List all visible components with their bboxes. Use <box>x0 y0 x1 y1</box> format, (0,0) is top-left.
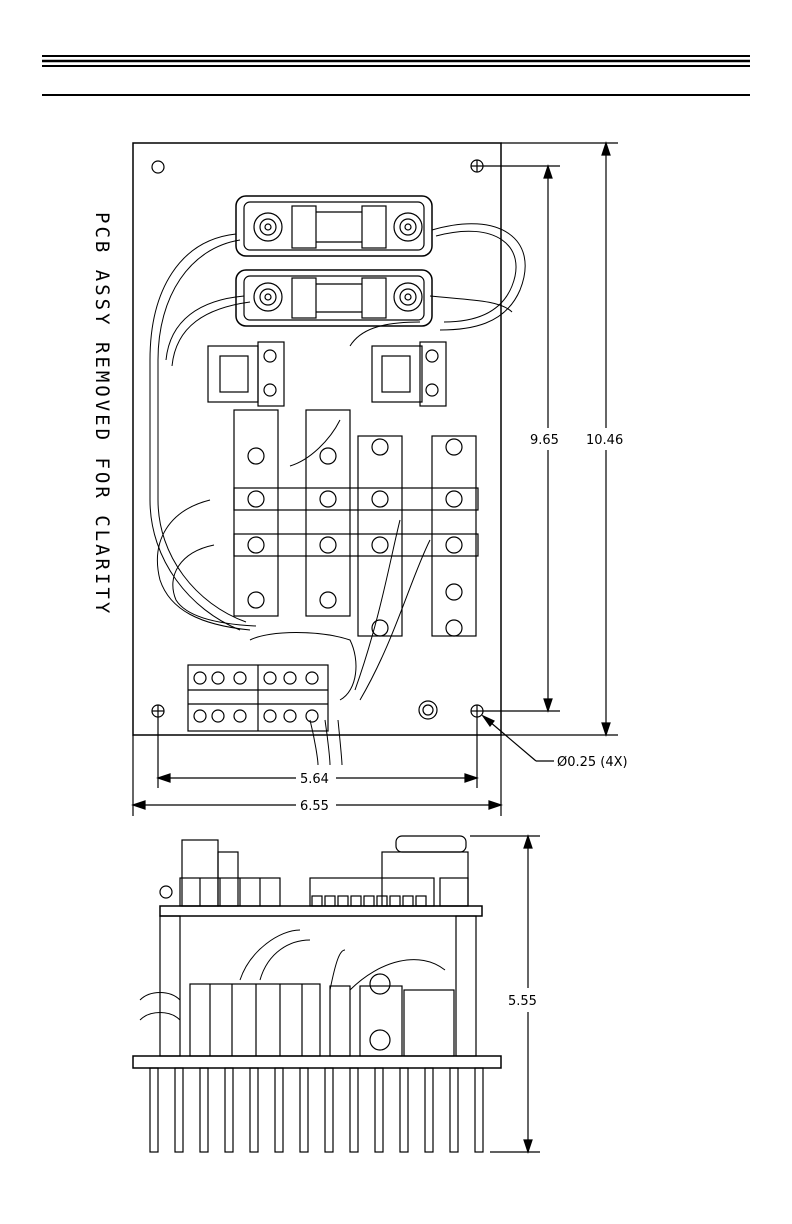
terminal-block-group-left <box>234 410 350 616</box>
dimensions-side: 5.55 <box>470 836 540 1152</box>
fuse-holder-bottom <box>236 270 432 326</box>
pcb-board <box>160 906 482 916</box>
terminal-block-group-right <box>358 436 476 636</box>
transformer <box>382 852 468 906</box>
ground-screw <box>419 701 437 719</box>
top-terminal-strip <box>180 878 280 906</box>
wiring-harness <box>150 224 525 765</box>
fuse-holder-top <box>236 196 432 256</box>
heatsink-base <box>133 1056 501 1068</box>
dim-overall-width: 6.55 <box>300 799 329 814</box>
lower-terminal-strip <box>188 665 328 731</box>
dim-side-height: 5.55 <box>508 994 537 1009</box>
top-view: PCB ASSY REMOVED FOR CLARITY <box>91 143 525 765</box>
dim-outer-height: 10.46 <box>586 433 623 448</box>
header-rules <box>42 56 750 95</box>
bus-bars <box>234 488 478 556</box>
side-view <box>133 836 501 1152</box>
base-plate <box>133 143 501 735</box>
dim-hole-diameter: Ø0.25 (4X) <box>557 755 628 770</box>
mount-hole-tl <box>152 161 164 173</box>
dimensions-top: 9.65 10.46 5.64 6.55 Ø0.25 (4X) <box>133 143 628 816</box>
side-label: PCB ASSY REMOVED FOR CLARITY <box>91 212 113 616</box>
dim-hole-spacing: 5.64 <box>300 772 329 787</box>
connector-block <box>310 878 434 906</box>
heatsink-fins <box>150 1068 483 1152</box>
dim-inner-height: 9.65 <box>530 433 559 448</box>
sensor-right <box>372 342 446 406</box>
sensor-left <box>208 342 284 406</box>
